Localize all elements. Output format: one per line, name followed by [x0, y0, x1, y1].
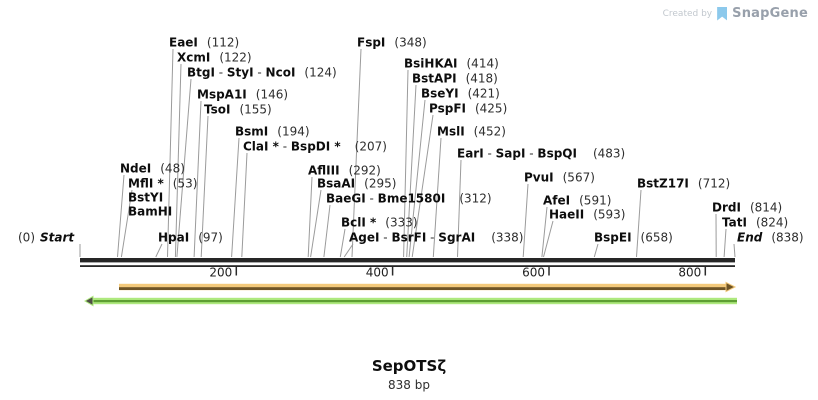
leader-line [310, 189, 322, 258]
leader-line [343, 243, 354, 258]
leader-line [120, 189, 133, 258]
sequence-bar [80, 258, 735, 263]
enzyme-label: BsiHKAI(414) [404, 56, 499, 70]
enzyme-label: BamHI [128, 204, 172, 218]
leader-line [541, 206, 548, 258]
enzyme-label: HaeII(593) [549, 207, 626, 221]
enzyme-label: AgeI - BsrFI - SgrAI(338) [349, 230, 523, 244]
forward-feature-body [119, 283, 726, 291]
enzyme-label: EaeI(112) [169, 35, 239, 49]
enzyme-label: BstYI [128, 190, 163, 204]
reverse-feature-stripe [93, 300, 737, 303]
leader-line [241, 152, 248, 258]
enzyme-label: BsmI(194) [235, 124, 310, 138]
leader-line [457, 159, 462, 258]
leader-line [174, 63, 182, 258]
enzyme-label: MslI(452) [437, 124, 506, 138]
snapgene-logo-icon [717, 6, 728, 21]
leader-line [733, 243, 736, 258]
enzyme-label: DrdI(814) [712, 200, 782, 214]
title-block: SepOTSζ 838 bp [0, 357, 818, 392]
ruler-tick-label: 600 [522, 266, 545, 280]
enzyme-label: (0)Start [18, 230, 75, 244]
sequence-bar-underline [80, 265, 735, 267]
enzyme-label: BclI *(333) [341, 215, 418, 229]
enzyme-label: BsaAI(295) [317, 176, 396, 190]
ruler-tick-label: 400 [366, 266, 389, 280]
leader-line [723, 228, 727, 258]
enzyme-label: End(838) [737, 230, 804, 244]
enzyme-label: HpaI(97) [158, 230, 223, 244]
enzyme-label: BaeGI - Bme1580I(312) [326, 191, 492, 205]
leader-line [176, 78, 192, 258]
reverse-feature-arrowhead [83, 295, 94, 307]
watermark-brand-label: SnapGene [732, 6, 808, 21]
enzyme-label: NdeI(48) [120, 161, 185, 175]
leader-line [117, 174, 125, 258]
leader-line [200, 115, 209, 258]
enzyme-label: PvuI(567) [524, 170, 595, 184]
leader-line [351, 48, 362, 258]
leader-line [411, 114, 434, 258]
ruler-tick-label: 800 [678, 266, 701, 280]
leader-line [636, 189, 642, 258]
watermark-created-by-label: Created by [662, 8, 713, 19]
ruler-tick-label: 200 [209, 266, 232, 280]
enzyme-label: FspI(348) [357, 35, 427, 49]
leader-line [231, 137, 240, 258]
leader-line [406, 84, 417, 258]
leader-line [432, 137, 442, 258]
enzyme-label: BtgI - StyI - NcoI(124) [187, 65, 337, 79]
leader-line [543, 220, 554, 258]
enzyme-label: TsoI(155) [204, 102, 272, 116]
enzyme-label: BseYI(421) [421, 86, 500, 100]
leader-line [323, 204, 331, 258]
restriction-map-svg: 200 400 600 800 EaeI(112)XcmI(122)BtgI - Sty… [18, 35, 804, 307]
enzyme-label: BspEI(658) [594, 230, 673, 244]
leader-line [403, 69, 409, 258]
map-length: 838 bp [388, 378, 430, 392]
leader-line [155, 243, 163, 258]
leader-line [339, 228, 346, 258]
enzyme-label: EarI - SapI - BspQI(483) [457, 146, 625, 160]
enzyme-label: XcmI(122) [177, 50, 252, 64]
enzyme-label: TatI(824) [722, 215, 788, 229]
enzyme-label: MspA1I(146) [197, 87, 288, 101]
enzyme-label: MflI *(53) [128, 176, 197, 190]
leader-line [307, 176, 313, 258]
enzyme-label: AflIII(292) [308, 163, 381, 177]
enzyme-label: ClaI * - BspDI *(207) [243, 139, 387, 153]
leader-line [167, 48, 174, 258]
forward-feature-stripe [119, 287, 726, 290]
leader-line [593, 243, 599, 258]
map-title: SepOTSζ [371, 357, 447, 375]
leader-line [193, 100, 202, 258]
enzyme-label: BstZ17I(712) [637, 176, 730, 190]
leader-line [522, 183, 529, 258]
enzyme-label: BstAPI(418) [412, 71, 498, 85]
enzyme-label: AfeI(591) [543, 193, 611, 207]
watermark: Created by SnapGene [663, 6, 808, 21]
forward-feature-arrowhead [725, 281, 737, 293]
leader-line [408, 99, 426, 258]
enzyme-label: PspFI(425) [429, 101, 507, 115]
